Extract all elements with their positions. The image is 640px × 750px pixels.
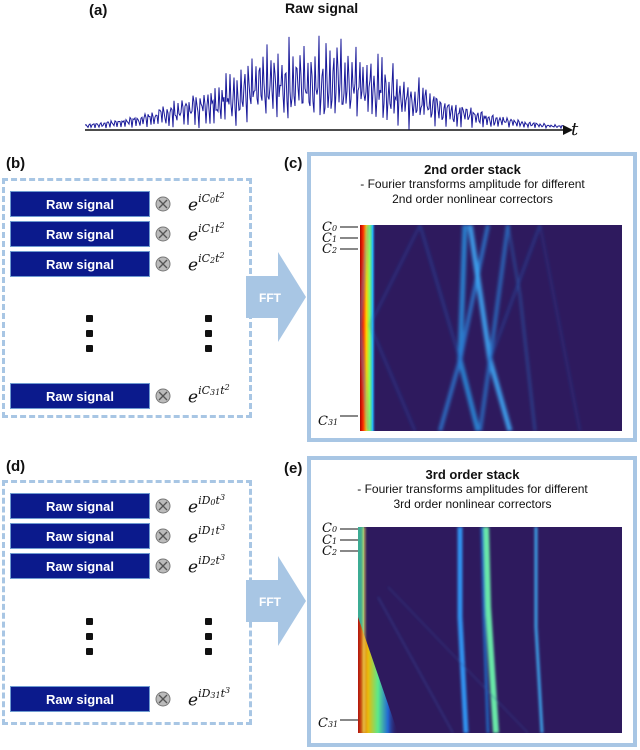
third-order-stack-title: 3rd order stack - Fourier transforms amp… [357,467,588,511]
ellipsis-dots [205,618,213,663]
raw-signal-block-d2: Raw signal [10,553,150,579]
y-label-e-c2: C2 [322,544,338,559]
multiply-icon [155,388,171,404]
y-ticks [340,226,358,417]
third-order-heatmap [358,527,622,733]
multiply-icon [155,196,171,212]
raw-signal-plot [85,35,573,135]
second-order-heatmap [360,225,622,431]
second-order-stack-title: 2nd order stack - Fourier transforms amp… [360,162,585,206]
raw-signal-block-c0: Raw signal [10,191,150,217]
fft-label: FFT [259,291,282,305]
multiply-icon [155,256,171,272]
y-label-e-c0: C0 [322,521,338,536]
raw-signal-title: Raw signal [285,0,359,16]
phase-factor-d1: eiD1t3 [188,523,226,548]
phase-factor-d31: eiD31t3 [188,686,231,711]
y-label-c0: C0 [322,220,338,235]
ellipsis-dots [86,618,94,663]
raw-signal-waveform [85,35,564,130]
panel-b-label: (b) [6,155,26,172]
panel-a-label: (a) [89,2,108,19]
panel-c-label: (c) [284,155,303,172]
fft-arrow: FFT [246,556,306,646]
fft-label: FFT [259,595,282,609]
y-ticks [340,528,358,721]
panel-d-label: (d) [6,458,26,475]
ellipsis-dots [86,315,94,360]
phase-factor-d2: eiD2t3 [188,553,226,578]
phase-factor-c1: eiC1t2 [188,221,225,246]
multiply-icon [155,528,171,544]
y-label-e-c31: C31 [318,716,339,731]
raw-signal-block-d31: Raw signal [10,686,150,712]
y-label-e-c1: C1 [322,533,338,548]
multiply-icon [155,498,171,514]
phase-factor-c31: eiC31t2 [188,383,230,408]
panel-e-label: (e) [284,460,303,477]
phase-factor-c0: eiC0t2 [188,191,225,216]
multiply-icon [155,226,171,242]
raw-signal-block-d1: Raw signal [10,523,150,549]
multiply-icon [155,691,171,707]
y-label-c2: C2 [322,242,338,257]
fft-arrow: FFT [246,252,306,342]
multiply-icon [155,558,171,574]
y-label-c31: C31 [318,414,339,429]
ellipsis-dots [205,315,213,360]
time-axis-arrow [563,125,573,135]
y-label-c1: C1 [322,231,338,246]
time-axis-label: t [571,119,579,140]
raw-signal-block-c1: Raw signal [10,221,150,247]
raw-signal-block-c31: Raw signal [10,383,150,409]
phase-factor-c2: eiC2t2 [188,251,225,276]
phase-factor-d0: eiD0t3 [188,493,226,518]
raw-signal-block-d0: Raw signal [10,493,150,519]
raw-signal-block-c2: Raw signal [10,251,150,277]
